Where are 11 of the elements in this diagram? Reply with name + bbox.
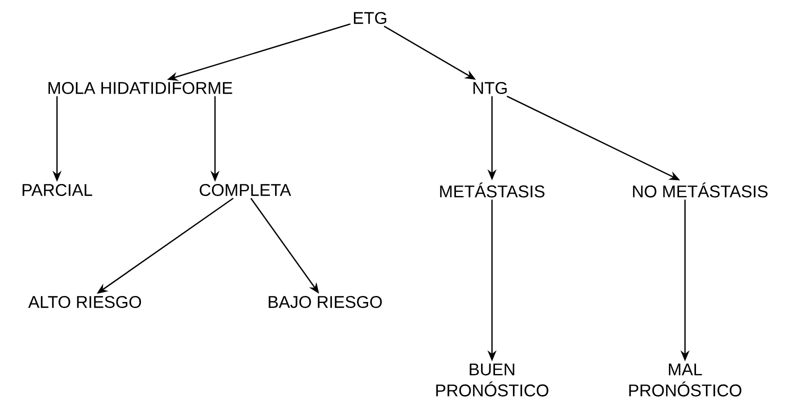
- node-label: NTG: [473, 82, 507, 94]
- node-label: ALTO RIESGO: [28, 296, 142, 308]
- node-label: PARCIAL: [22, 184, 92, 196]
- node-label: METÁSTASIS: [440, 182, 544, 198]
- node-label: ETG: [354, 12, 386, 24]
- node-label: MOLA HIDATIDIFORME: [48, 82, 232, 94]
- node-label: COMPLETA: [200, 184, 292, 196]
- node-label: BAJO RIESGO: [268, 296, 382, 308]
- node-label: BUEN PRONÓSTICO: [436, 364, 548, 396]
- node-label: MAL PRONÓSTICO: [629, 364, 742, 396]
- node-label: NO METÁSTASIS: [633, 182, 768, 198]
